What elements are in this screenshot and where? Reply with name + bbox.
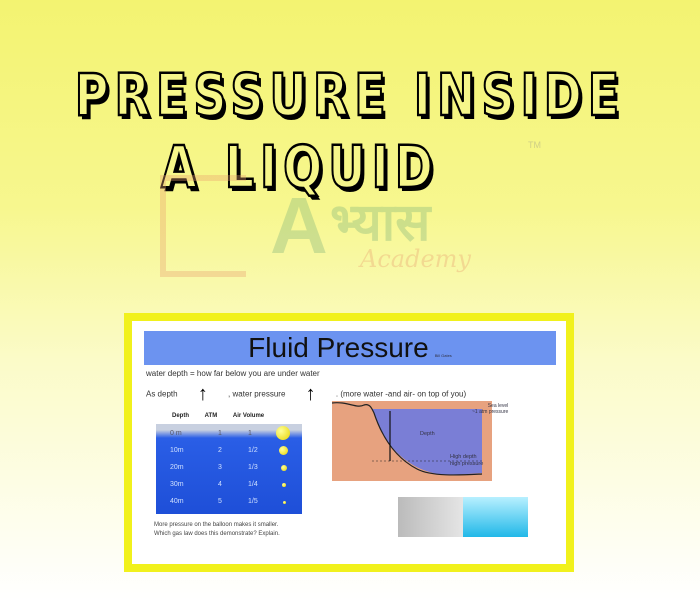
cell: 20m <box>170 464 184 471</box>
cell: 2 <box>218 447 222 454</box>
text-as-depth: As depth <box>146 389 178 399</box>
cell: 1/3 <box>248 464 258 471</box>
cell: 1/5 <box>248 498 258 505</box>
up-arrow-icon: ↑ <box>197 383 208 405</box>
logo-letter: A <box>270 181 328 270</box>
logo-subtitle: Academy <box>360 245 471 273</box>
cell: 3 <box>218 464 222 471</box>
cell: 30m <box>170 481 184 488</box>
definition-text: water depth = how far below you are unde… <box>146 369 320 378</box>
table-row: 30m 4 1/4 <box>156 477 302 493</box>
barrel-image <box>398 497 463 537</box>
table-row: 20m 3 1/3 <box>156 460 302 476</box>
label-sea-pressure: ~1 atm pressure <box>472 409 509 415</box>
balloon-icon <box>276 426 290 440</box>
cell: 1/4 <box>248 481 258 488</box>
cell: 1 <box>248 430 252 437</box>
balloon-icon <box>282 483 286 487</box>
text-water-pressure: , water pressure <box>228 389 286 399</box>
logo-hindi: भ्यास <box>330 194 431 252</box>
cell: 10m <box>170 447 184 454</box>
logo-tm: TM <box>528 140 541 150</box>
balloon-icon <box>283 501 286 504</box>
caption-line: Which gas law does this demonstrate? Exp… <box>154 531 280 537</box>
table-row: 0 m 1 1 <box>156 426 302 442</box>
cell: 1/2 <box>248 447 258 454</box>
up-arrow-icon: ↑ <box>305 383 316 405</box>
table-header: Depth ATM Air Volume <box>172 413 278 419</box>
cell: 5 <box>218 498 222 505</box>
diagram-bottom <box>332 481 492 491</box>
caption-line: More pressure on the balloon makes it sm… <box>154 522 279 528</box>
table-row: 40m 5 1/5 <box>156 494 302 510</box>
sea-level-label: Sea level~1 atm pressure <box>472 403 508 415</box>
depth-label: Depth <box>420 431 435 437</box>
slide-heading-text: Fluid Pressure <box>248 332 429 363</box>
slide-author: Bill Gates <box>434 353 452 358</box>
page-title-line-2: A LIQUID <box>160 132 439 202</box>
water <box>372 409 482 475</box>
ocean-depth-diagram <box>332 401 492 491</box>
balloon-table: 0 m 1 1 10m 2 1/2 20m 3 1/3 30m 4 1/4 40m 5 1/5 <box>156 424 302 514</box>
header-depth: Depth <box>172 413 189 419</box>
page-title-line-1: PRESSURE INSIDE <box>74 60 626 130</box>
text-more-water: . (more water -and air- on top of you) <box>335 389 467 399</box>
cell: 40m <box>170 498 184 505</box>
header-air-volume: Air Volume <box>232 413 265 419</box>
illustration-images <box>398 491 528 539</box>
watermark-logo: A भ्यास Academy TM <box>160 140 541 277</box>
cell: 0 m <box>170 430 182 437</box>
swimmer-image <box>463 497 528 537</box>
label-sea-level: Sea level <box>487 403 509 409</box>
seabed-line <box>332 402 483 476</box>
header-atm: ATM <box>204 413 218 419</box>
high-depth-label: High depth <box>450 454 477 460</box>
question-caption: More pressure on the balloon makes it sm… <box>154 521 280 539</box>
balloon-icon <box>281 465 287 471</box>
balloon-icon <box>279 446 288 455</box>
depth-pressure-line: As depth ↑ , water pressure ↑ . (more wa… <box>146 383 466 406</box>
cell: 1 <box>218 430 222 437</box>
high-pressure-label: high pressure <box>450 461 484 467</box>
table-row: 10m 2 1/2 <box>156 443 302 459</box>
cell: 4 <box>218 481 222 488</box>
book-icon <box>160 175 246 277</box>
